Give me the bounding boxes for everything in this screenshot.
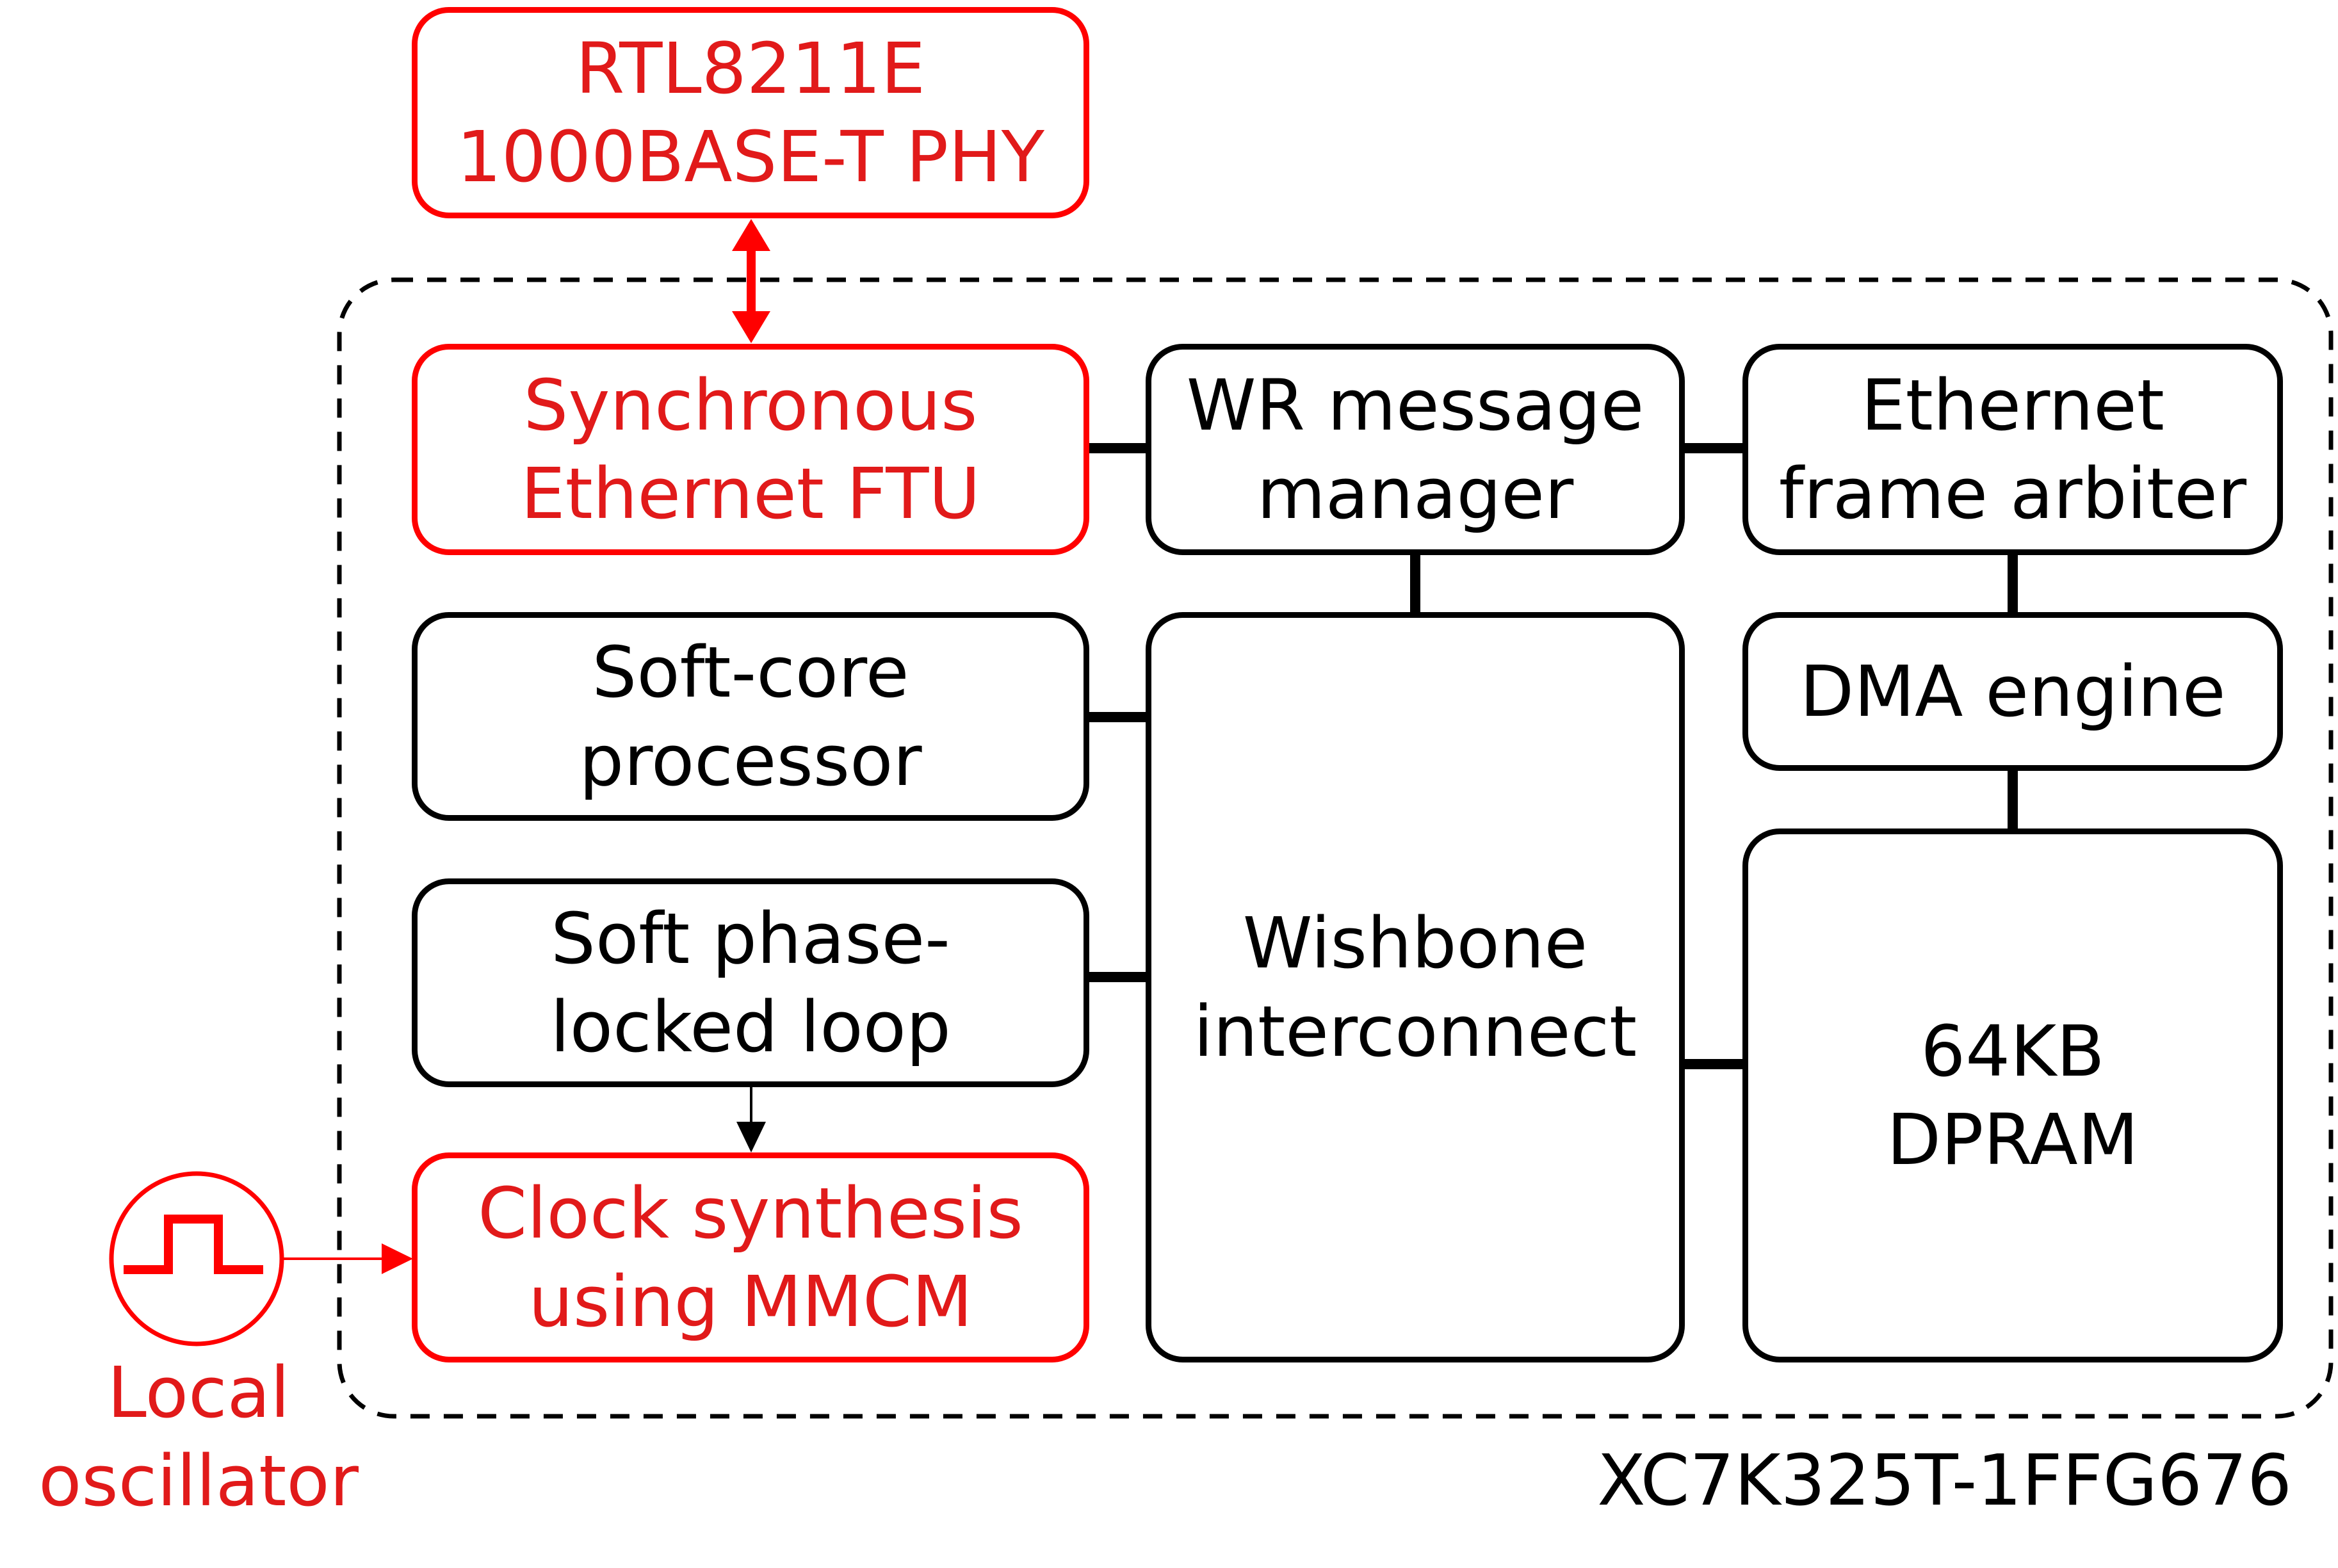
- bus-connectors: [1089, 443, 2018, 1069]
- phy-synce-link: [732, 219, 770, 343]
- clock-label-line1: Clock synthesis: [478, 1172, 1023, 1254]
- synce-ftu-block: Synchronous Ethernet FTU: [412, 344, 1089, 555]
- oscillator-label-line1: Local: [107, 1352, 290, 1434]
- wishbone-label-line1: Wishbone: [1242, 902, 1588, 984]
- softcore-label-line1: Soft-core: [592, 631, 909, 713]
- oscillator-to-clock-arrow: [282, 1243, 413, 1274]
- clock-label-line2: using MMCM: [528, 1261, 973, 1343]
- soft-core-processor-block: Soft-core processor: [412, 612, 1089, 821]
- frame-arbiter-block: Ethernet frame arbiter: [1742, 344, 2283, 555]
- wr-message-manager-block: WR message manager: [1146, 344, 1685, 555]
- wr-manager-label-line1: WR message: [1186, 364, 1644, 446]
- phy-block: RTL8211E 1000BASE-T PHY: [412, 7, 1089, 218]
- phy-standard-label: 1000BASE-T PHY: [457, 116, 1044, 198]
- softcore-label-line2: processor: [579, 720, 922, 802]
- synce-label-line2: Ethernet FTU: [521, 453, 980, 535]
- clock-synthesis-block: Clock synthesis using MMCM: [412, 1152, 1089, 1362]
- fpga-boundary: [337, 277, 2334, 1419]
- pll-to-clock-arrow: [736, 1086, 766, 1152]
- arbiter-label-line2: frame arbiter: [1778, 453, 2247, 535]
- dma-label: DMA engine: [1799, 651, 2226, 732]
- phy-part-label: RTL8211E: [575, 28, 926, 109]
- dma-engine-block: DMA engine: [1742, 612, 2283, 771]
- oscillator-label: Local oscillator: [19, 1348, 378, 1525]
- square-pulse-icon: [124, 1215, 263, 1274]
- fpga-part-label: XC7K325T-1FFG676: [1597, 1439, 2292, 1521]
- synce-label-line1: Synchronous: [523, 364, 978, 446]
- wishbone-label-line2: interconnect: [1193, 990, 1637, 1072]
- oscillator-label-line2: oscillator: [38, 1440, 359, 1522]
- dpram-block: 64KB DPRAM: [1742, 828, 2283, 1362]
- wr-manager-label-line2: manager: [1256, 453, 1574, 535]
- wishbone-interconnect-block: Wishbone interconnect: [1146, 612, 1685, 1362]
- dpram-size-label: 64KB: [1920, 1010, 2105, 1092]
- soft-pll-block: Soft phase- locked loop: [412, 878, 1089, 1087]
- pll-label-line2: locked loop: [550, 986, 951, 1068]
- dpram-label: DPRAM: [1887, 1099, 2139, 1181]
- pll-label-line1: Soft phase-: [551, 898, 950, 980]
- arbiter-label-line1: Ethernet: [1861, 364, 2164, 446]
- local-oscillator: [109, 1171, 284, 1346]
